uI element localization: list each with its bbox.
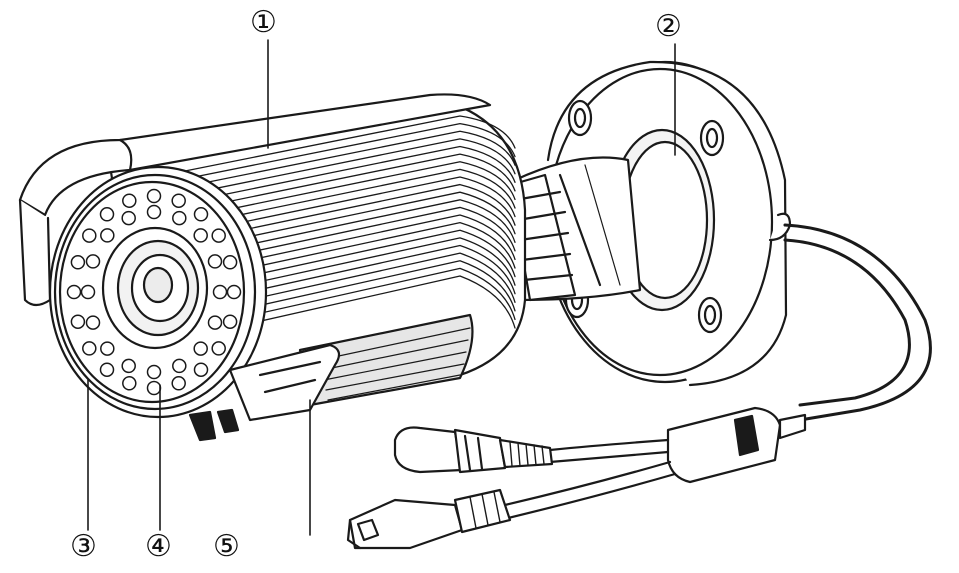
ir-led: [172, 358, 187, 374]
ir-led: [85, 315, 101, 330]
ir-led: [122, 376, 137, 391]
ir-led: [99, 207, 115, 222]
ir-led: [171, 376, 186, 391]
cooling-fin: [229, 275, 516, 329]
cable: [346, 212, 932, 550]
ir-led: [70, 314, 86, 329]
cooling-fin: [206, 229, 516, 286]
bottom-bracket: [188, 343, 341, 442]
ir-led: [146, 380, 162, 396]
cooling-fin: [168, 153, 516, 215]
callout-4: ④: [145, 529, 172, 564]
ir-led: [100, 341, 115, 356]
ir-led: [82, 341, 97, 356]
callout-3: ③: [70, 529, 97, 564]
cooling-fin: [214, 244, 516, 301]
cooling-fin: [187, 191, 516, 251]
ir-led: [122, 193, 137, 208]
cooling-fin: [153, 122, 516, 186]
ir-led: [70, 255, 86, 270]
ir-led: [193, 228, 208, 243]
ir-led: [146, 204, 162, 220]
cooling-fin: [198, 214, 516, 272]
ir-led: [193, 207, 209, 222]
cooling-fin: [191, 199, 516, 258]
ir-led: [211, 341, 226, 356]
cooling-fin: [179, 176, 516, 236]
cooling-fin: [149, 115, 516, 179]
ir-led: [226, 284, 242, 300]
cooling-fins: [149, 115, 516, 329]
ir-led: [146, 364, 162, 380]
mount-arm: [508, 156, 642, 302]
ir-led: [172, 210, 187, 226]
ir-led: [66, 284, 82, 300]
cooling-fin: [176, 168, 516, 229]
cooling-fin: [172, 161, 516, 222]
callout-2: ②: [655, 9, 682, 44]
cooling-fin: [164, 145, 516, 208]
cooling-fin: [221, 260, 516, 315]
ir-led: [121, 210, 136, 226]
ir-led: [193, 341, 208, 356]
mount-screw-holes: [564, 99, 725, 334]
ir-led: [121, 358, 136, 374]
ir-led: [171, 193, 186, 208]
ir-led: [193, 362, 209, 377]
ir-led: [211, 228, 226, 243]
mount-base: [543, 60, 788, 387]
sun-shield: [18, 93, 492, 307]
ir-led: [207, 254, 223, 269]
leader-lines: [87, 39, 676, 536]
cooling-fin: [202, 222, 516, 279]
cooling-fin: [210, 237, 516, 293]
callout-1: ①: [250, 5, 277, 40]
cooling-fin: [217, 252, 516, 308]
ir-led-ring: [66, 188, 242, 396]
ir-led: [99, 362, 115, 377]
ir-led: [80, 284, 96, 300]
ir-led: [212, 284, 228, 300]
front-bezel: [48, 165, 268, 419]
ir-led: [207, 315, 223, 330]
ir-led: [100, 228, 115, 243]
ir-led: [222, 255, 238, 270]
ir-led: [82, 228, 97, 243]
cooling-fin: [225, 267, 516, 322]
ir-led: [222, 314, 238, 329]
cooling-fin: [195, 206, 516, 265]
ir-led: [146, 188, 162, 204]
callout-5: ⑤: [213, 529, 240, 564]
cooling-fin: [183, 183, 516, 243]
cooling-fin: [160, 138, 516, 201]
cooling-fin: [156, 130, 516, 193]
ir-led: [85, 254, 101, 269]
